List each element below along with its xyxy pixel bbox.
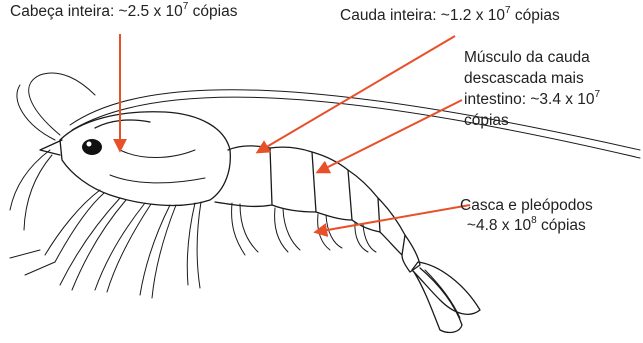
label-shell-suffix: cópias — [537, 217, 586, 234]
label-whole-tail-text: Cauda inteira: ~1.2 x 10 — [340, 7, 505, 24]
label-tail-muscle-exponent: 7 — [595, 89, 601, 100]
pleopods — [232, 203, 376, 255]
label-tail-muscle: Músculo da cauda descascada mais intesti… — [464, 47, 600, 131]
label-tail-muscle-line2: descascada mais — [464, 68, 600, 89]
shrimp-head — [40, 112, 230, 206]
label-tail-muscle-line4: cópias — [464, 110, 600, 131]
label-whole-head-exponent: 7 — [183, 1, 189, 12]
arrow-tail — [258, 36, 455, 152]
arrow-muscle — [318, 100, 462, 172]
label-shell-line1: Casca e pleópodos — [460, 196, 593, 216]
label-whole-tail: Cauda inteira: ~1.2 x 107 cópias — [340, 6, 560, 26]
label-tail-muscle-line1: Músculo da cauda — [464, 47, 600, 68]
label-shell-exponent: 8 — [531, 215, 537, 226]
label-tail-muscle-line3: intestino: ~3.4 x 107 — [464, 89, 600, 110]
label-whole-head-text: Cabeça inteira: ~2.5 x 10 — [10, 3, 183, 20]
label-whole-tail-suffix: cópias — [511, 7, 560, 24]
annotation-arrows — [120, 34, 470, 232]
label-whole-head-suffix: cópias — [188, 3, 237, 20]
eye-icon — [82, 139, 102, 155]
label-whole-head: Cabeça inteira: ~2.5 x 107 cópias — [10, 2, 237, 22]
label-shell-line2: ~4.8 x 108 cópias — [460, 216, 593, 236]
label-whole-tail-exponent: 7 — [505, 5, 511, 16]
label-shell-pleopods: Casca e pleópodos ~4.8 x 108 cópias — [460, 196, 593, 236]
label-shell-value: ~4.8 x 10 — [467, 217, 531, 234]
walking-legs — [10, 190, 201, 298]
label-tail-muscle-value: intestino: ~3.4 x 10 — [464, 91, 595, 108]
shrimp-tail — [215, 146, 480, 333]
